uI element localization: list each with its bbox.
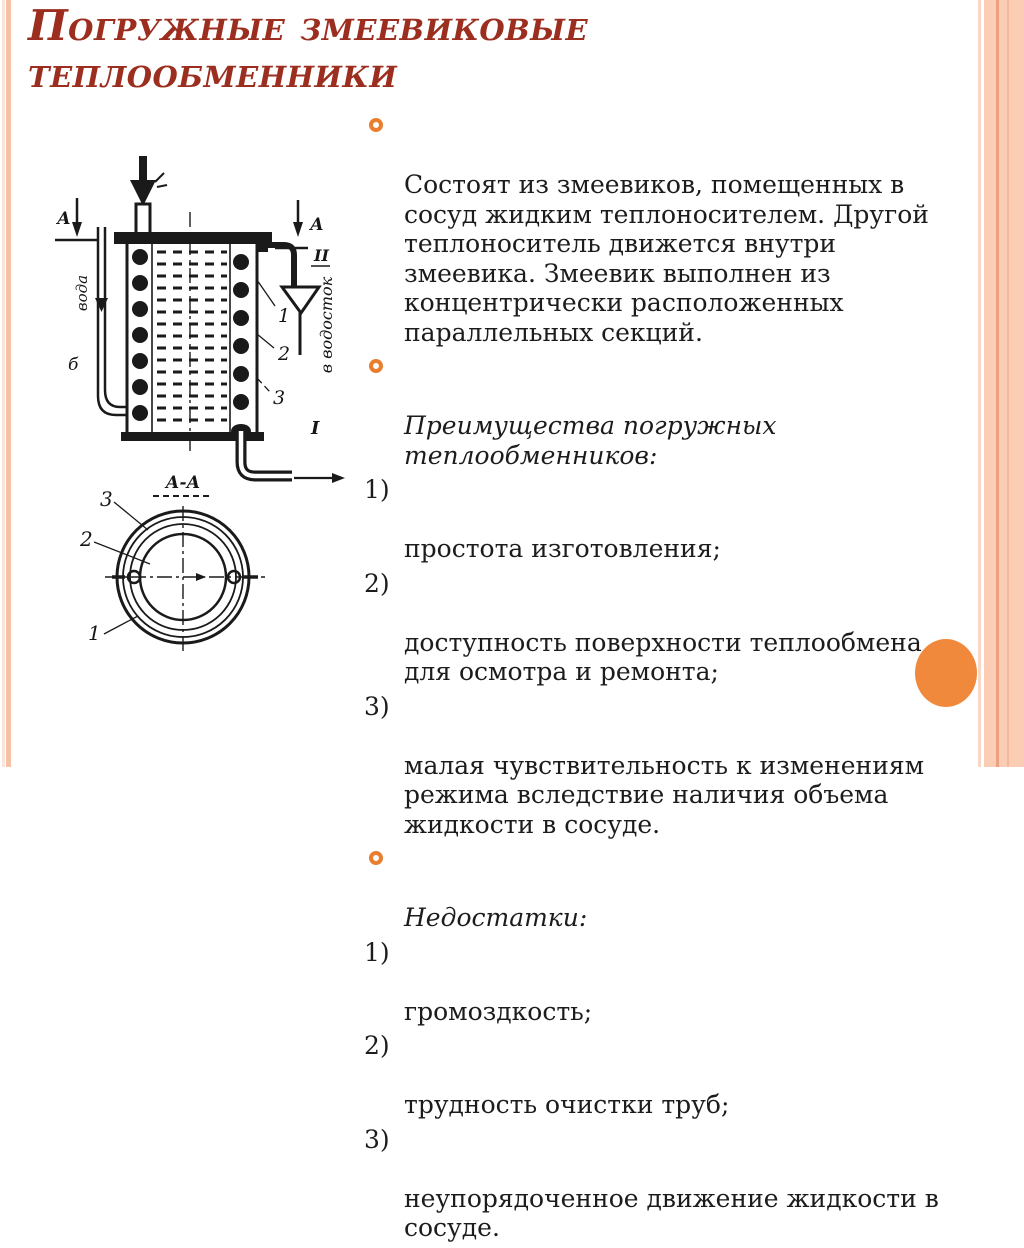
slide-title: Погружные змеевиковые теплообменники bbox=[28, 1, 589, 97]
item-number: 2) bbox=[364, 1031, 390, 1060]
list-item-text: громоздкость; bbox=[404, 996, 593, 1026]
diagram-label-water: вода bbox=[73, 275, 91, 311]
diagram-label-1: 1 bbox=[278, 305, 290, 327]
decorative-circle bbox=[915, 639, 977, 707]
right-border-salmon-band bbox=[984, 0, 1024, 767]
diagram-label-b: б bbox=[68, 355, 79, 375]
left-border-pale-stripe bbox=[2, 0, 5, 767]
list-item: Состоят из змеевиков, помещенных в сосуд… bbox=[364, 111, 976, 347]
list-item: 2) доступность поверхности теплообмена д… bbox=[364, 569, 976, 687]
list-item: Преимущества погружных теплообменников: bbox=[364, 352, 976, 470]
bullet-icon bbox=[369, 118, 383, 132]
list-item: Недостатки: bbox=[364, 844, 976, 933]
list-item-text: трудность очистки труб; bbox=[404, 1090, 730, 1119]
diagram-view-label-2: 2 bbox=[79, 527, 93, 551]
diagram-linework bbox=[55, 156, 345, 652]
list-item-text: Преимущества погружных теплообменников: bbox=[404, 411, 777, 470]
item-number: 2) bbox=[364, 568, 390, 598]
diagram-label-section-aa: А-А bbox=[164, 473, 201, 493]
diagram-label-roman-i: I bbox=[310, 418, 320, 439]
diagram-view-label-1: 1 bbox=[88, 621, 101, 645]
list-item: 1) простота изготовления; bbox=[364, 475, 976, 564]
diagram-label-section-a-left: А bbox=[55, 209, 71, 229]
list-item-text: простота изготовления; bbox=[404, 534, 721, 563]
diagram-label-drain: в водосток bbox=[317, 276, 336, 373]
item-number: 1) bbox=[364, 475, 390, 504]
diagram-label-2: 2 bbox=[277, 343, 290, 365]
right-border-accent-line bbox=[996, 0, 999, 767]
right-border-pale-stripe bbox=[978, 0, 981, 767]
list-item: 2) трудность очистки труб; bbox=[364, 1031, 976, 1120]
list-item-text: Состоят из змеевиков, помещенных в сосуд… bbox=[404, 170, 929, 347]
list-item: 3) малая чувствительность к изменениям р… bbox=[364, 692, 976, 840]
diagram-view-label-3: 3 bbox=[100, 487, 113, 511]
item-number: 1) bbox=[364, 937, 390, 967]
bullet-icon bbox=[369, 359, 383, 373]
slide-body: Состоят из змеевиков, помещенных в сосуд… bbox=[364, 111, 976, 1248]
list-item: 1) громоздкость; bbox=[364, 938, 976, 1027]
list-item: 3) неупорядоченное движение жидкости в с… bbox=[364, 1125, 976, 1243]
list-item-text: доступность поверхности теплообмена для … bbox=[404, 627, 922, 687]
diagram-label-3: 3 bbox=[273, 387, 285, 409]
list-item-text: малая чувствительность к изменениям режи… bbox=[404, 750, 925, 839]
left-border-salmon-stripe bbox=[6, 0, 11, 767]
list-item-text: неупорядоченное движение жидкости в сосу… bbox=[404, 1183, 939, 1243]
heat-exchanger-diagram: А А II I в водосток вода б 1 2 3 А-А 3 2… bbox=[55, 156, 345, 652]
right-border-accent-line-2 bbox=[1007, 0, 1009, 767]
list-item-text: Недостатки: bbox=[404, 903, 588, 932]
item-number: 3) bbox=[364, 1124, 390, 1154]
bullet-icon bbox=[369, 851, 383, 865]
diagram-label-section-a-right: А bbox=[308, 215, 324, 235]
diagram-label-roman-ii: II bbox=[313, 246, 329, 265]
item-number: 3) bbox=[364, 691, 390, 721]
